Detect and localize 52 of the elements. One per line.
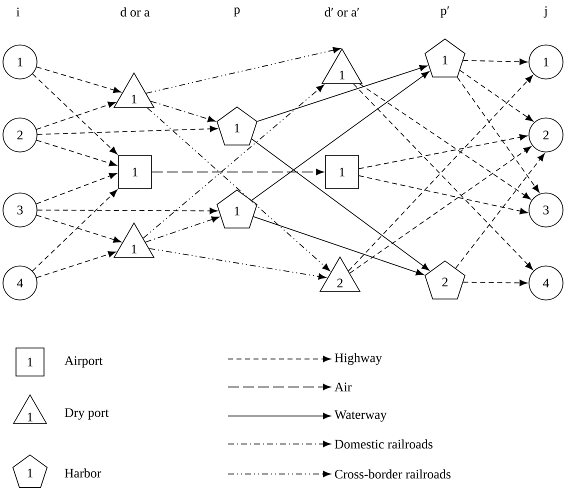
legend-text: Harbor	[64, 468, 102, 478]
arrow	[152, 168, 324, 176]
arrow	[456, 76, 540, 193]
arrow	[32, 74, 118, 154]
harbor-pentagon: 1	[424, 38, 466, 78]
column-heading: p′	[440, 6, 450, 18]
arrow	[142, 84, 324, 239]
arrow	[36, 66, 122, 94]
legend-text: Airport	[64, 356, 103, 368]
harbor-pentagon: 1	[216, 106, 258, 146]
arrow	[146, 47, 341, 94]
arrow	[455, 153, 545, 269]
arrow	[462, 58, 528, 65]
airport-box: 1	[118, 155, 152, 189]
legend-text: Dry port	[64, 408, 109, 420]
arrow	[253, 216, 424, 276]
arrow	[37, 208, 218, 214]
legend-harbor-pentagon: 1	[12, 454, 48, 488]
arrow	[460, 70, 534, 122]
arrow	[146, 108, 330, 272]
arrow	[462, 280, 528, 286]
arrow	[358, 134, 528, 170]
arrow	[36, 251, 116, 278]
arrow	[349, 146, 532, 274]
arrow	[36, 102, 116, 130]
arrow	[150, 100, 216, 122]
arrow	[36, 214, 122, 243]
column-heading: j	[544, 6, 547, 18]
arrow	[358, 175, 528, 214]
arrow	[145, 216, 220, 242]
legend-text: Domestic railroads	[334, 439, 432, 449]
arrow	[148, 248, 326, 280]
arrow	[36, 140, 117, 166]
arrow	[37, 126, 218, 135]
legend-text: Waterway	[334, 410, 387, 422]
column-heading: d′ or a′	[324, 7, 359, 17]
arrow	[251, 71, 430, 201]
column-heading: p	[234, 8, 240, 16]
column-heading: i	[16, 8, 20, 16]
legend-text: Highway	[334, 353, 382, 365]
column-heading: d or a	[120, 7, 150, 17]
arrow	[32, 190, 118, 272]
arrow	[251, 138, 430, 271]
legend-text: Cross-border railroads	[334, 469, 451, 479]
arrow	[257, 65, 428, 122]
harbor-pentagon: 1	[216, 190, 258, 228]
arrow	[359, 84, 531, 200]
airport-box: 1	[325, 155, 359, 189]
arrow	[36, 172, 118, 204]
legend-airport-box: 1	[16, 348, 44, 376]
harbor-pentagon: 2	[424, 260, 466, 300]
legend-text: Air	[334, 382, 352, 392]
